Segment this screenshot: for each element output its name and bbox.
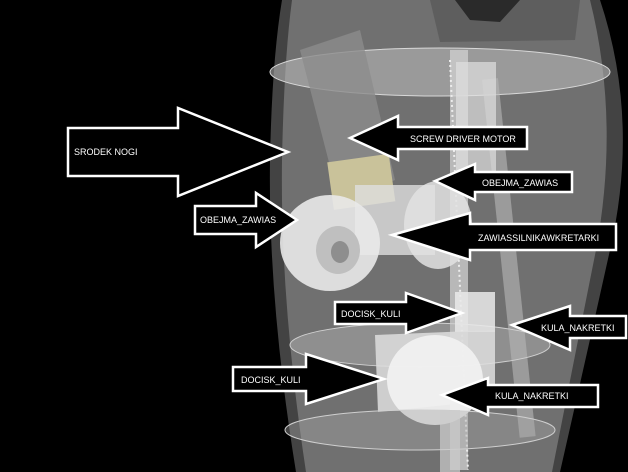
bottom-ring <box>284 409 556 451</box>
arrow-docisk-kuli-lower <box>231 352 389 406</box>
rod-sleeve <box>456 62 496 182</box>
label-obejma-zawias-right: OBEJMA_ZAWIAS <box>482 178 558 188</box>
arrow-zawias-silnika <box>387 211 618 262</box>
label-kula-nakretki-lower: KULA_NAKRETKI <box>495 391 569 401</box>
label-kula-nakretki-upper: KULA_NAKRETKI <box>541 323 615 333</box>
bottom-rod <box>440 410 460 472</box>
callouts <box>66 106 628 417</box>
label-obejma-zawias-left: OBEJMA_ZAWIAS <box>200 215 276 225</box>
arrow-kula-nakretki-lower <box>438 376 600 417</box>
leg-render <box>269 0 623 472</box>
arrow-obejma-zawias-right <box>431 162 574 202</box>
arrow-srodek-nogi <box>66 106 292 198</box>
labels: SRODEK NOGI SCREW DRIVER MOTOR OBEJMA_ZA… <box>74 134 615 401</box>
label-screw-driver-motor: SCREW DRIVER MOTOR <box>410 134 516 144</box>
arrow-docisk-kuli-upper <box>333 291 466 335</box>
top-mount-cap <box>455 0 520 22</box>
arrow-screw-driver-motor <box>346 114 529 162</box>
hinge-clamp-center <box>331 241 349 263</box>
label-docisk-kuli-lower: DOCISK_KULI <box>241 375 301 385</box>
arrow-kula-nakretki-upper <box>508 304 628 352</box>
label-docisk-kuli-upper: DOCISK_KULI <box>341 309 401 319</box>
arrow-obejma-zawias-left <box>193 190 300 250</box>
label-srodek-nogi: SRODEK NOGI <box>74 147 138 157</box>
label-zawias-silnika: ZAWIASSILNIKAWKRETARKI <box>478 233 599 243</box>
